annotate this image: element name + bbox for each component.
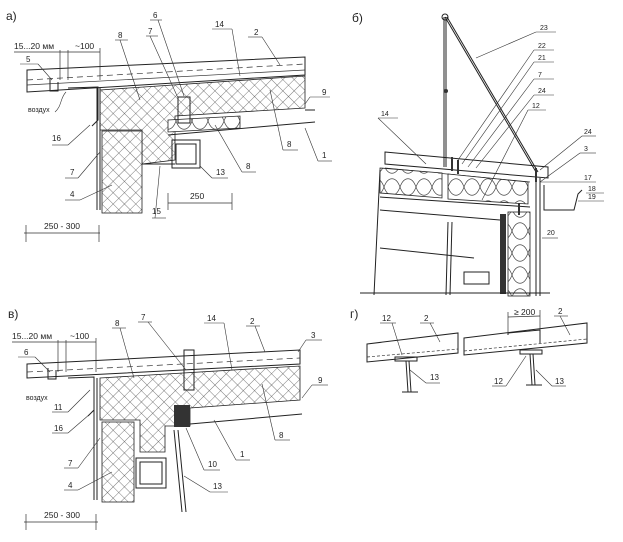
panel-g-letter: г) [350,307,358,321]
label-b-7: 7 [538,72,542,79]
wall-panel-b [507,211,531,297]
label-b-24a: 24 [538,88,546,95]
label-a-9: 9 [322,88,327,97]
label-b-22: 22 [538,43,546,50]
label-a-14: 14 [215,20,224,29]
roof-insulation-8 [99,75,306,165]
roof-panel-right [463,322,588,356]
label-b-24b: 24 [584,129,592,136]
label-b-14: 14 [381,111,389,118]
dimension-width: 250 - 300 [24,221,100,242]
panel-v-letter: в) [8,307,18,321]
dim-250-text: 250 [190,191,204,201]
dimension-overhang: ~100 [68,41,101,80]
support-post-6 [177,96,191,124]
label-v-4: 4 [68,481,73,490]
air-label-v: воздух [26,395,48,402]
dim-width-text: 250 - 300 [44,221,80,231]
tube-v [135,457,167,489]
label-b-17: 17 [584,175,592,182]
overlap-joint [507,329,541,343]
label-a-4: 4 [70,190,75,199]
dim-width-text-v: 250 - 300 [44,510,80,520]
flashing-16 [67,86,99,127]
label-v-13: 13 [213,482,222,491]
label-a-1: 1 [322,151,327,160]
label-v-16: 16 [54,424,63,433]
dim-overhang-text: ~100 [75,41,94,51]
label-v-1: 1 [240,450,245,459]
dimension-250: 250 [167,191,233,210]
label-b-18: 18 [588,186,596,193]
dimension-gap: 15...20 мм [14,41,69,80]
dim-gap-text: 15...20 мм [14,41,54,51]
label-g-2a: 2 [424,314,429,323]
panel-a-letter: а) [6,9,17,23]
dim-overhang-text-v: ~100 [70,331,89,341]
label-a-15: 15 [152,207,161,216]
eave-profile-5 [49,79,59,92]
eave-profile-v [47,368,57,380]
panel-v: в) 15...20 мм ~100 воздух 250 - 300 6 8 … [8,307,328,530]
roof-panel-left [366,332,459,363]
roof-sandwich-panel [26,56,306,93]
label-g-12b: 12 [494,377,503,386]
seal-10 [174,405,190,427]
label-v-8b: 8 [279,431,284,440]
dim-gap-text-v: 15...20 мм [12,331,52,341]
steel-tube-13 [171,139,201,169]
label-v-7: 7 [141,313,146,322]
label-a-16: 16 [52,134,61,143]
label-a-5: 5 [26,55,31,64]
label-a-7b: 7 [70,168,75,177]
dim-overlap-text: ≥ 200 [514,307,535,317]
label-v-9: 9 [318,376,323,385]
roof-beam-v [189,413,303,425]
panel-g: г) ≥ 200 12 2 13 2 12 13 [350,307,588,393]
label-a-2: 2 [254,28,259,37]
label-v-3: 3 [311,331,316,340]
roof-beam-1 [167,121,316,136]
brace-23 [444,16,537,173]
label-a-8b: 8 [246,162,251,171]
label-g-12a: 12 [382,314,391,323]
label-g-13b: 13 [555,377,564,386]
roof-insulation-v [99,365,301,453]
label-a-7: 7 [148,27,153,36]
label-v-8: 8 [115,319,120,328]
label-g-2b: 2 [558,307,563,316]
panel-b-letter: б) [352,11,363,25]
label-a-8: 8 [118,31,123,40]
label-b-23: 23 [540,25,548,32]
label-b-3: 3 [584,146,588,153]
label-b-20: 20 [547,230,555,237]
wall-panel-v [101,421,135,503]
label-b-21: 21 [538,55,546,62]
mineral-wool-strip [167,115,241,133]
label-b-19: 19 [588,194,596,201]
label-v-7b: 7 [68,459,73,468]
label-v-6: 6 [24,348,29,357]
roof-panel-b [384,151,549,179]
insulation-right [447,173,529,205]
label-v-11: 11 [54,403,63,412]
label-b-12: 12 [532,103,540,110]
gutter [543,185,583,211]
label-v-2: 2 [250,317,255,326]
insulation-left [379,167,443,199]
label-a-8c: 8 [287,140,292,149]
panel-b: б) 23 22 [352,11,604,297]
air-label: воздух [28,107,50,114]
roof-sandwich-panel-v [26,349,301,379]
flashing-16-v [67,376,95,417]
label-a-6: 6 [153,11,158,20]
label-g-13a: 13 [430,373,439,382]
panel-a: а) 15...20 мм [6,9,332,242]
label-v-10: 10 [208,460,217,469]
wall-panel-4 [101,130,143,214]
label-v-14: 14 [207,314,216,323]
label-a-13: 13 [216,168,225,177]
